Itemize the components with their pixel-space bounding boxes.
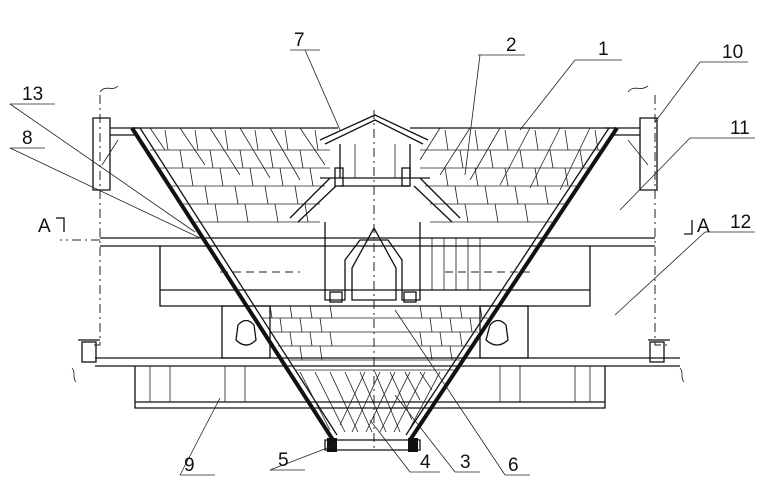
callout-9: 9 — [184, 455, 195, 476]
callout-2: 2 — [506, 35, 517, 56]
section-marker-left: A — [38, 216, 65, 237]
callout-12: 12 — [730, 212, 751, 233]
right-top-bracket — [605, 117, 658, 191]
callout-10: 10 — [722, 42, 743, 63]
hopper-shell — [130, 126, 619, 442]
upper-brick-lining — [149, 127, 600, 223]
support-frame — [78, 339, 680, 409]
outline-walls — [60, 85, 685, 383]
callout-labels: 7 2 1 10 11 12 13 8 9 5 4 3 6 — [22, 30, 751, 476]
callout-7: 7 — [294, 30, 305, 51]
leader-lines — [9, 49, 755, 476]
section-mark-right-text: A — [697, 216, 710, 237]
callout-6: 6 — [508, 455, 519, 476]
beam-structure — [100, 237, 655, 307]
outlet-flange — [324, 438, 421, 452]
section-mark-left-text: A — [38, 216, 51, 237]
right-gusset — [479, 305, 529, 359]
callout-3: 3 — [460, 452, 471, 473]
callout-5: 5 — [278, 450, 289, 471]
callout-4: 4 — [420, 452, 431, 473]
discharge-chute — [324, 110, 421, 450]
lower-brick-lining — [262, 305, 488, 361]
central-hood — [289, 114, 461, 223]
callout-1: 1 — [598, 39, 609, 60]
section-marker-right: A — [684, 216, 710, 237]
callout-13: 13 — [22, 84, 43, 105]
callout-8: 8 — [22, 128, 33, 149]
callout-11: 11 — [730, 118, 750, 139]
